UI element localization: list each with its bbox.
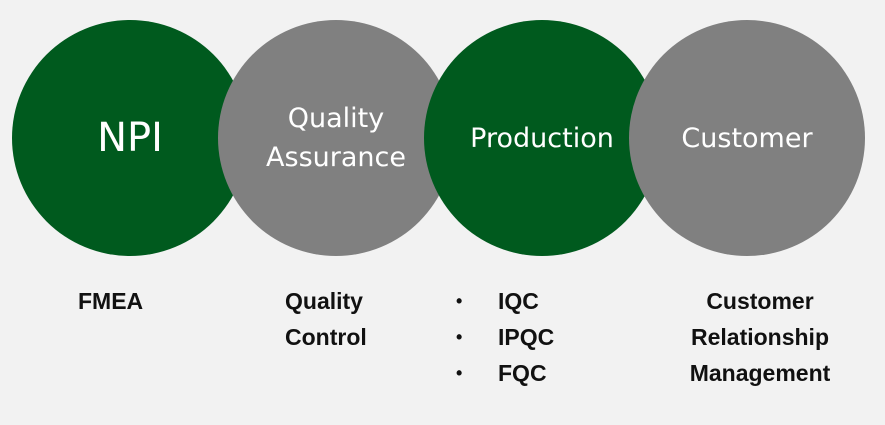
- customer-detail-line-1: Customer: [706, 288, 814, 314]
- production-detail-fqc: FQC: [498, 360, 547, 386]
- production-detail-ipqc: IPQC: [498, 324, 555, 350]
- customer-detail: Customer Relationship Management: [660, 283, 860, 391]
- stage-production-circle: Production: [424, 20, 660, 256]
- npi-detail: FMEA: [78, 283, 143, 319]
- quality-assurance-detail: Quality Control: [285, 283, 367, 355]
- stage-quality-assurance-circle: Quality Assurance: [218, 20, 454, 256]
- production-detail-list: • IQC • IPQC • FQC: [456, 283, 554, 391]
- customer-detail-line-2: Relationship: [690, 324, 829, 350]
- stage-npi-title: NPI: [97, 115, 163, 161]
- customer-detail-line-3: Management: [689, 360, 831, 386]
- list-item: • IPQC: [456, 319, 554, 355]
- list-item: • IQC: [456, 283, 554, 319]
- bullet-icon: •: [456, 363, 463, 383]
- stage-customer-title: Customer: [681, 122, 813, 154]
- stage-npi-circle: NPI: [12, 20, 248, 256]
- bullet-icon: •: [456, 291, 463, 311]
- stage-qa-title-line-1: Quality: [287, 102, 385, 134]
- bullet-icon: •: [456, 327, 463, 347]
- list-item: • FQC: [456, 355, 554, 391]
- qa-detail-line-2: Control: [285, 324, 367, 350]
- production-detail-iqc: IQC: [498, 288, 539, 314]
- qa-detail-line-1: Quality: [285, 288, 363, 314]
- stage-production-title: Production: [470, 122, 614, 154]
- stage-customer-circle: Customer: [629, 20, 865, 256]
- npi-detail-line-1: FMEA: [78, 288, 144, 314]
- stage-qa-title-line-2: Assurance: [266, 142, 406, 173]
